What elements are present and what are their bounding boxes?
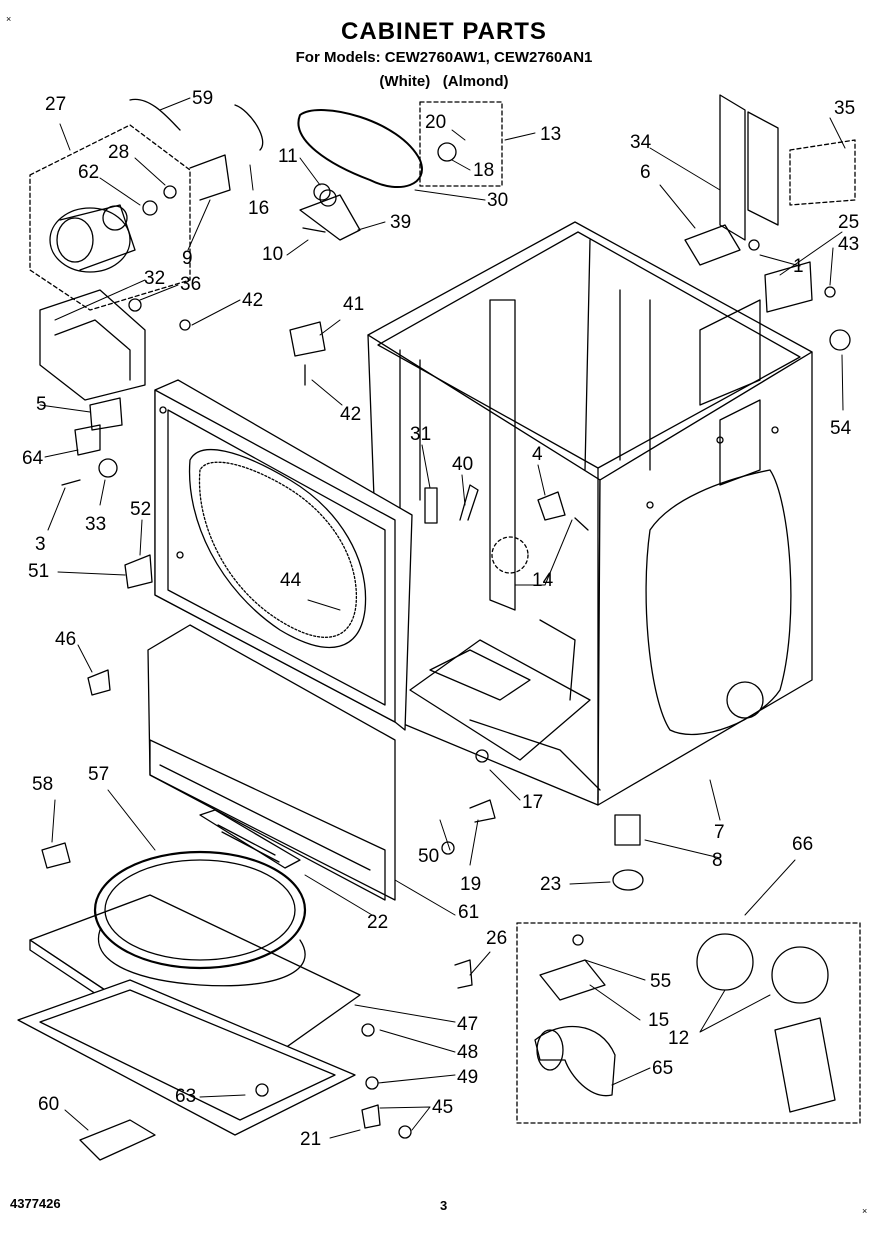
part-label: 17: [522, 792, 543, 813]
part-label: 54: [830, 418, 852, 439]
part-label: 16: [248, 198, 269, 219]
part-label: 31: [410, 424, 431, 445]
part-label: 33: [85, 514, 106, 535]
motor-mount: [39, 289, 146, 401]
part-label: 19: [460, 874, 481, 895]
exhaust-kit-box: [516, 922, 861, 1124]
small-parts: [41, 98, 851, 1161]
part-label: 43: [838, 234, 859, 255]
part-label: 41: [343, 294, 364, 315]
model-numbers: For Models: CEW2760AW1, CEW2760AN1: [295, 49, 593, 66]
part-label: 12: [668, 1028, 689, 1049]
leveling-foot: [612, 869, 644, 891]
part-label: 21: [300, 1129, 321, 1150]
part-label: 51: [28, 561, 49, 582]
part-label: 26: [486, 928, 507, 949]
part-label: 50: [418, 846, 439, 867]
part-label: 65: [652, 1058, 673, 1079]
toe-panel: [147, 624, 396, 901]
part-label: 9: [182, 248, 193, 269]
part-label: 15: [648, 1010, 669, 1031]
part-label: 52: [130, 499, 151, 520]
part-label: 47: [457, 1014, 478, 1035]
part-label: 27: [45, 94, 66, 115]
part-label: 46: [55, 629, 76, 650]
part-label: 55: [650, 971, 671, 992]
part-label: 8: [712, 850, 723, 871]
part-label: 34: [630, 132, 652, 153]
part-label: 20: [425, 112, 446, 133]
page-number: 3: [440, 1198, 448, 1213]
part-label: 1: [793, 256, 804, 277]
idler-bracket: [299, 194, 361, 241]
part-label: 30: [487, 190, 508, 211]
color-variants: (White) (Almond): [379, 73, 509, 90]
part-label: 44: [280, 570, 302, 591]
part-label: 7: [714, 822, 725, 843]
drum-seal: [93, 850, 307, 970]
exhaust-kit: [534, 933, 836, 1113]
front-panel: [154, 379, 413, 731]
part-label: 5: [36, 394, 47, 415]
part-label: 28: [108, 142, 129, 163]
part-label: 48: [457, 1042, 478, 1063]
idler-wheel: [437, 142, 457, 162]
part-label: 14: [532, 570, 554, 591]
part-label: 35: [834, 98, 855, 119]
part-label: 40: [452, 454, 473, 475]
part-label: 4: [532, 444, 543, 465]
console-bracket: [719, 94, 856, 241]
part-label: 63: [175, 1086, 196, 1107]
corner-mark-bottom-right: ×: [862, 1206, 868, 1216]
part-label: 23: [540, 874, 561, 895]
motor: [29, 124, 191, 311]
part-label: 11: [278, 146, 298, 167]
part-label: 18: [473, 160, 494, 181]
part-label: 45: [432, 1097, 453, 1118]
part-label: 57: [88, 764, 109, 785]
part-label: 66: [792, 834, 813, 855]
part-label: 58: [32, 774, 53, 795]
part-label: 42: [242, 290, 263, 311]
document-number: 4377426: [10, 1196, 61, 1211]
part-number-labels: 59 27 28 62 16 9 32 36 42 5 64 3 33 52 5…: [22, 88, 859, 1150]
part-label: 10: [262, 244, 283, 265]
drive-belt: [297, 109, 423, 189]
page-title: CABINET PARTS: [341, 18, 547, 45]
part-label: 61: [458, 902, 479, 923]
part-label: 64: [22, 448, 44, 469]
part-label: 49: [457, 1067, 478, 1088]
part-label: 36: [180, 274, 201, 295]
part-label: 22: [367, 912, 388, 933]
part-label: 62: [78, 162, 99, 183]
part-label: 60: [38, 1094, 59, 1115]
leveling-leg: [614, 814, 641, 846]
part-label: 6: [640, 162, 651, 183]
part-label: 32: [144, 268, 165, 289]
part-label: 13: [540, 124, 561, 145]
corner-mark-top-left: ×: [6, 14, 12, 24]
part-label: 39: [390, 212, 411, 233]
idler-group-box: [419, 101, 503, 187]
part-label: 25: [838, 212, 859, 233]
part-label: 3: [35, 534, 46, 555]
terminal-block: [684, 224, 741, 266]
leader-lines: [39, 97, 846, 1139]
part-label: 59: [192, 88, 213, 109]
part-label: 42: [340, 404, 361, 425]
cover-plate: [764, 261, 813, 313]
idler-pulley: [319, 189, 337, 207]
cabinet-body: [367, 221, 813, 806]
